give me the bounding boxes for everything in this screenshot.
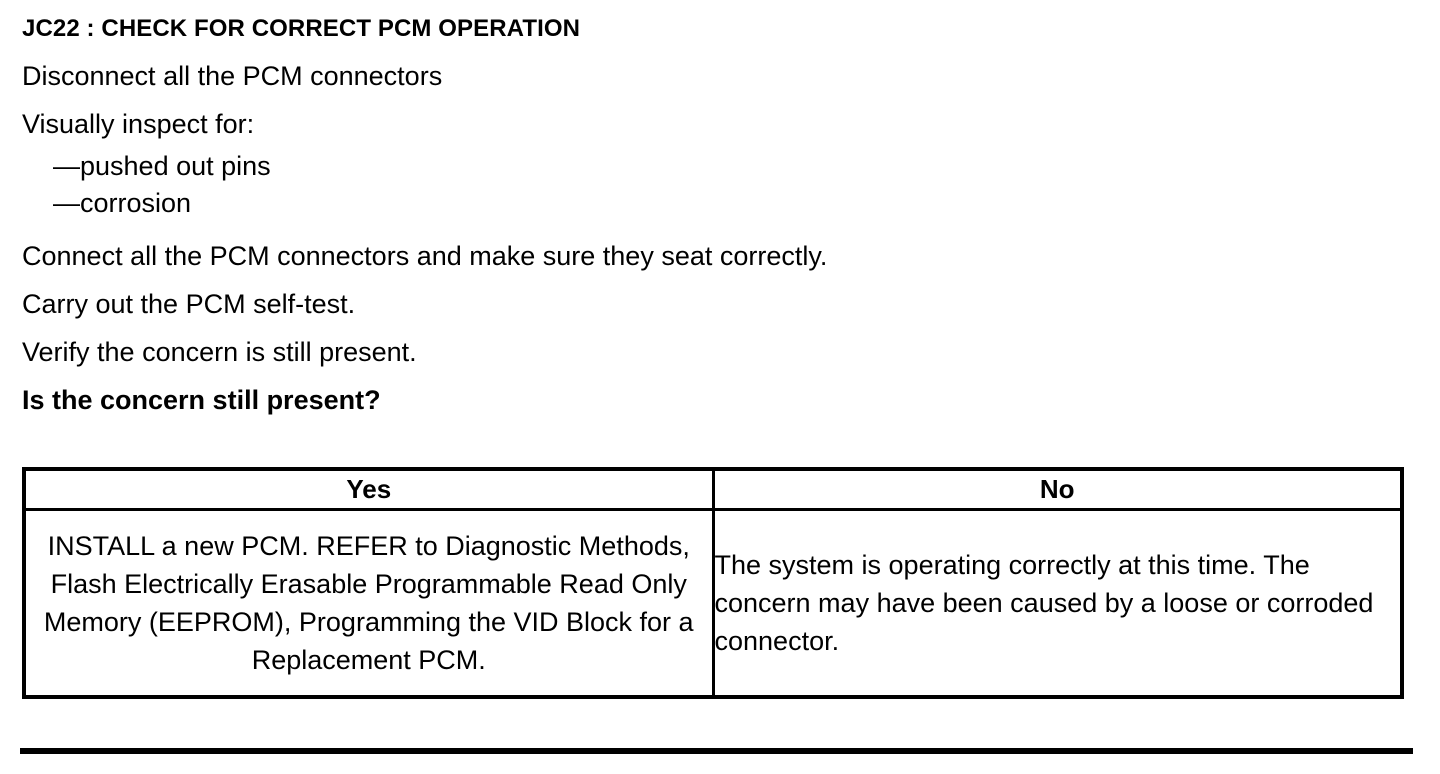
list-item: —corrosion: [53, 188, 192, 218]
procedure-block: JC22 : CHECK FOR CORRECT PCM OPERATION D…: [22, 12, 1418, 424]
procedure-line-connect: Connect all the PCM connectors and make …: [22, 241, 828, 271]
table-cell-no-action: The system is operating correctly at thi…: [714, 550, 1374, 656]
decision-question: Is the concern still present?: [22, 385, 381, 415]
step-title: JC22 : CHECK FOR CORRECT PCM OPERATION: [22, 15, 581, 42]
footer-divider: [20, 748, 1413, 754]
inspection-sub-list: —pushed out pins —corrosion: [22, 148, 1418, 222]
spacer: [22, 222, 1418, 232]
table-header-no: No: [713, 469, 1402, 511]
table-header-yes: Yes: [24, 469, 715, 511]
table-cell-yes-action: INSTALL a new PCM. REFER to Diagnostic M…: [24, 509, 715, 697]
procedure-line-verify: Verify the concern is still present.: [22, 337, 417, 367]
procedure-line-self-test: Carry out the PCM self-test.: [22, 289, 356, 319]
decision-table: Yes No INSTALL a new PCM. REFER to Diagn…: [22, 467, 1404, 699]
procedure-line-visually-inspect: Visually inspect for:: [22, 109, 255, 139]
table-header-row: Yes No: [24, 469, 1402, 511]
table-row: INSTALL a new PCM. REFER to Diagnostic M…: [24, 509, 1402, 697]
procedure-line-disconnect: Disconnect all the PCM connectors: [22, 61, 443, 91]
list-item: —pushed out pins: [53, 151, 271, 181]
